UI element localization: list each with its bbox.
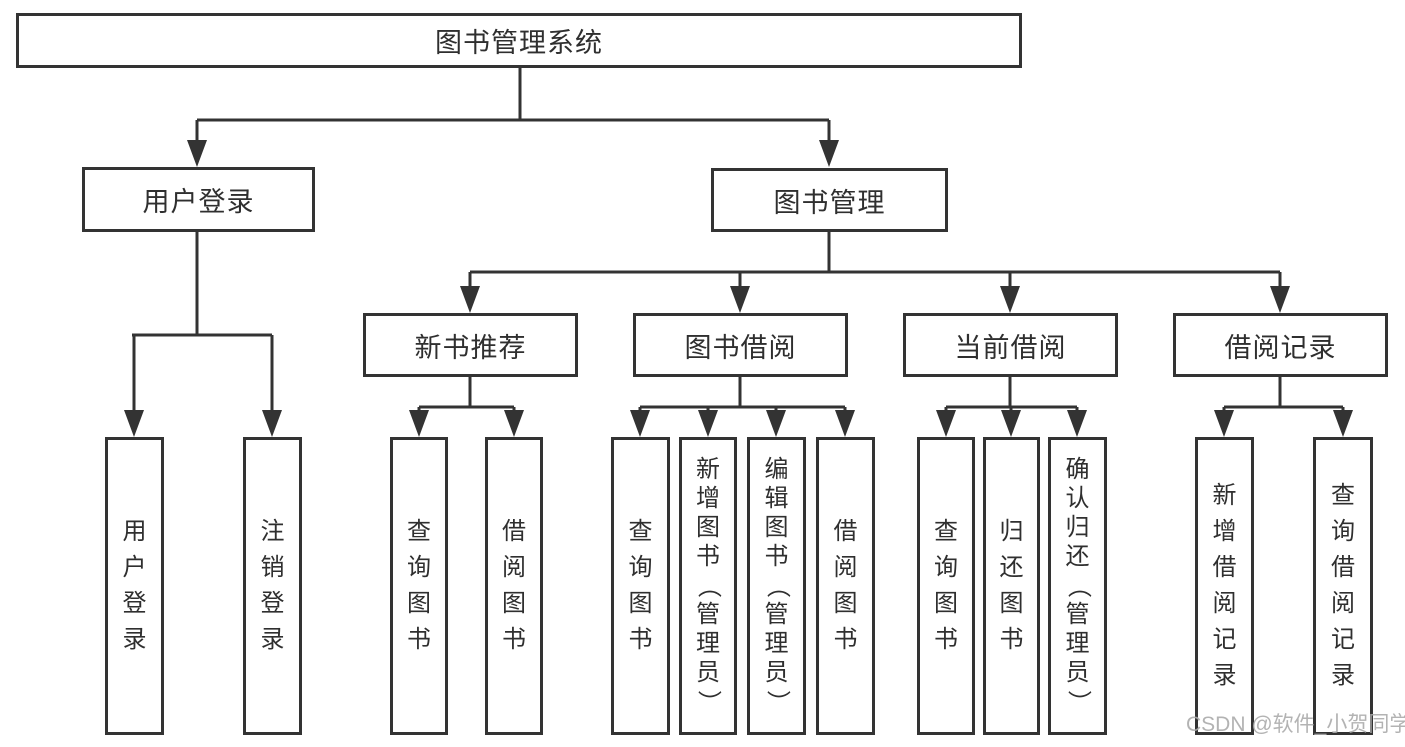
node-leaf-bb-add-books-admin: 新增图书（管理员） — [679, 437, 737, 735]
node-leaf-br-query-record: 查询借阅记录 — [1313, 437, 1373, 735]
node-leaf-user-login: 用户登录 — [105, 437, 164, 735]
node-leaf-logout: 注销登录 — [243, 437, 302, 735]
node-new-book-recommend: 新书推荐 — [363, 313, 578, 377]
node-leaf-cb-return-books: 归还图书 — [983, 437, 1040, 735]
node-book-management-label: 图书管理 — [773, 187, 886, 218]
connector-path — [132, 66, 1345, 412]
node-current-borrow: 当前借阅 — [903, 313, 1118, 377]
node-leaf-cb-confirm-return-admin: 确认归还（管理员） — [1048, 437, 1107, 735]
node-leaf-br-add-record-label: 新增借阅记录 — [1212, 482, 1237, 689]
node-leaf-bb-query-books: 查询图书 — [611, 437, 670, 735]
watermark: CSDN @软件_小贺同学 — [1186, 713, 1405, 736]
node-user-login: 用户登录 — [82, 167, 315, 232]
node-leaf-br-add-record: 新增借阅记录 — [1195, 437, 1254, 735]
node-leaf-nbr-query-books-label: 查询图书 — [407, 518, 431, 653]
node-current-borrow-label: 当前借阅 — [954, 332, 1067, 363]
node-leaf-bb-add-books-admin-label: 新增图书（管理员） — [695, 456, 722, 715]
node-root-label: 图书管理系统 — [435, 28, 603, 58]
node-leaf-nbr-borrow-books: 借阅图书 — [485, 437, 543, 735]
node-book-management: 图书管理 — [711, 168, 948, 232]
node-leaf-cb-query-books: 查询图书 — [917, 437, 975, 735]
node-borrow-records-label: 借阅记录 — [1224, 332, 1337, 363]
node-new-book-recommend-label: 新书推荐 — [414, 332, 527, 363]
node-book-borrow: 图书借阅 — [633, 313, 848, 377]
node-leaf-nbr-query-books: 查询图书 — [390, 437, 448, 735]
node-user-login-label: 用户登录 — [142, 187, 255, 217]
arrowheads — [124, 140, 1353, 437]
node-leaf-user-login-label: 用户登录 — [122, 518, 147, 653]
node-leaf-bb-edit-books-admin-label: 编辑图书（管理员） — [763, 456, 791, 715]
node-borrow-records: 借阅记录 — [1173, 313, 1388, 377]
node-leaf-cb-confirm-return-admin-label: 确认归还（管理员） — [1064, 456, 1092, 715]
node-leaf-logout-label: 注销登录 — [260, 518, 285, 653]
node-leaf-bb-borrow-books: 借阅图书 — [816, 437, 875, 735]
node-leaf-nbr-borrow-books-label: 借阅图书 — [502, 518, 526, 653]
node-root: 图书管理系统 — [16, 13, 1022, 68]
node-leaf-bb-edit-books-admin: 编辑图书（管理员） — [747, 437, 806, 735]
node-leaf-bb-borrow-books-label: 借阅图书 — [833, 518, 858, 653]
node-leaf-cb-return-books-label: 归还图书 — [999, 518, 1024, 653]
node-leaf-cb-query-books-label: 查询图书 — [934, 518, 958, 653]
node-book-borrow-label: 图书借阅 — [684, 332, 797, 363]
node-leaf-br-query-record-label: 查询借阅记录 — [1331, 482, 1355, 689]
node-leaf-bb-query-books-label: 查询图书 — [628, 518, 653, 653]
